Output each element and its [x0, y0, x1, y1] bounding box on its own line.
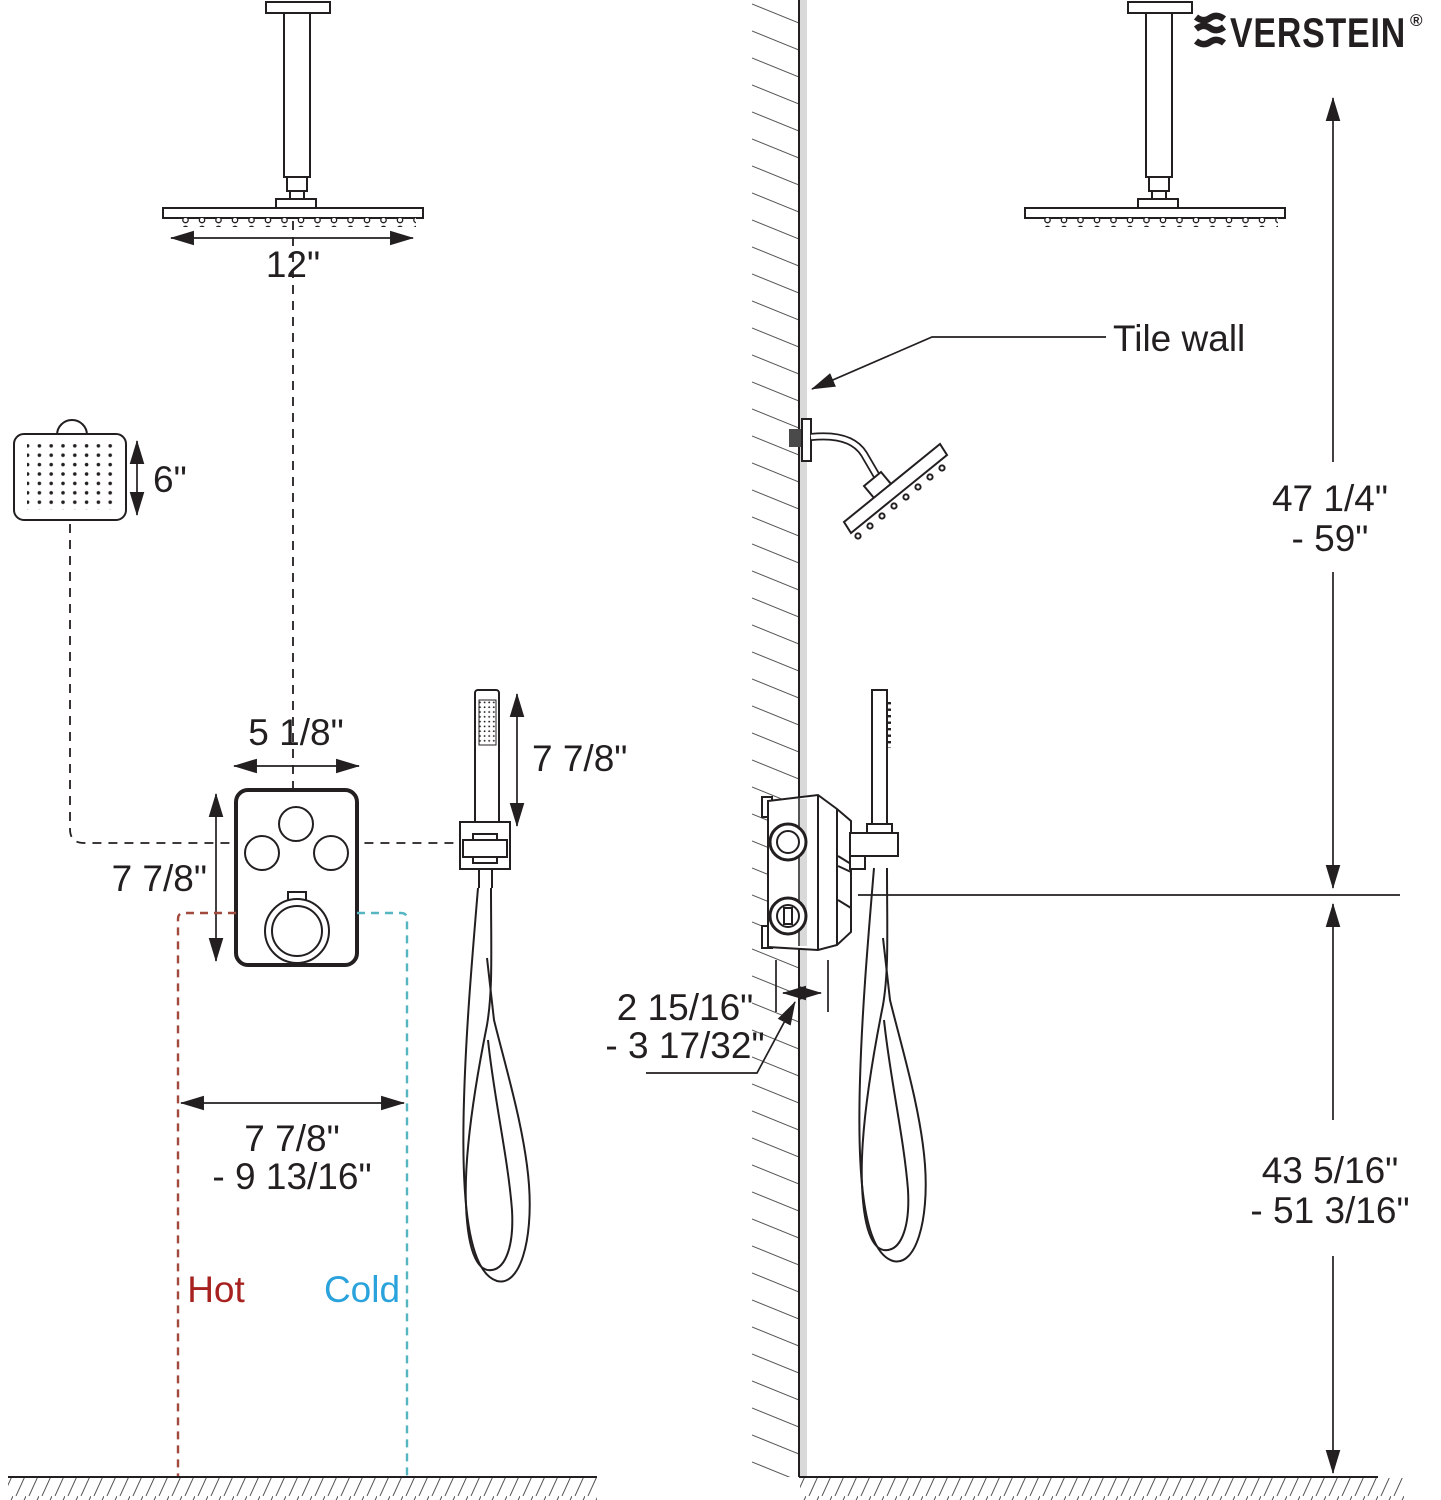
floor-side	[799, 1476, 1404, 1500]
tile-wall-label: Tile wall	[1113, 318, 1245, 359]
wall-flange	[801, 418, 812, 462]
wall-thickness-leader	[646, 1001, 796, 1074]
tile-wall-callout: Tile wall	[811, 318, 1245, 390]
head-arm-fill	[810, 434, 880, 480]
hand-shower-front	[459, 689, 531, 1283]
supply-spacing-label-line1: 7 7/8"	[244, 1118, 339, 1159]
dimension-valve-height-side: 43 5/16" - 51 3/16"	[1250, 902, 1410, 1475]
valve-port-slot	[783, 907, 793, 925]
rain-shower-head-front	[162, 1, 424, 228]
valve-detail-notches	[837, 855, 852, 909]
valve-port-top	[768, 822, 808, 862]
wand-spray-face	[478, 699, 497, 746]
side-shower-head-front	[13, 419, 127, 521]
dimension-wall-thickness: 2 15/16" - 3 17/32"	[605, 960, 829, 1074]
dimension-side-head: 6"	[129, 439, 187, 517]
hot-label: Hot	[187, 1269, 245, 1310]
front-view: 12" 6" 5 1/8" 7 7	[8, 1, 627, 1500]
rain-head-height-label-line1: 47 1/4"	[1272, 478, 1388, 519]
wall-thickness-label-line1: 2 15/16"	[617, 987, 754, 1028]
valve-port-bottom	[768, 896, 808, 936]
hose-connector	[478, 869, 493, 888]
side-view: Tile wall	[605, 0, 1410, 1500]
floor-hatch	[8, 1478, 597, 1500]
handshower-length-label: 7 7/8"	[532, 738, 627, 779]
temperature-knob	[264, 898, 330, 964]
valve-height-label-line1: 43 5/16"	[1262, 1150, 1399, 1191]
wall-pipe-fitting	[789, 429, 803, 447]
wall-shade-band	[800, 0, 807, 1477]
hand-shower-hose-side	[858, 867, 927, 1263]
wand-spray-nubs	[886, 698, 891, 748]
rain-head-height-label-line2: - 59"	[1292, 518, 1369, 559]
brand-logo: VERSTEIN ®	[1193, 9, 1423, 56]
hand-shower-hose	[462, 887, 531, 1283]
valve-body-side	[761, 793, 852, 952]
everstein-logo-e-icon	[1193, 12, 1227, 48]
dimension-valve-height: 7 7/8"	[112, 792, 224, 963]
holder-bracket-side	[849, 832, 899, 857]
dimension-hand-shower: 7 7/8"	[509, 692, 627, 828]
valve-height-label-line2: - 51 3/16"	[1250, 1190, 1409, 1231]
head-plate-side	[842, 442, 949, 535]
supply-spacing-label-line2: - 9 13/16"	[212, 1156, 371, 1197]
valve-height-label: 7 7/8"	[112, 858, 207, 899]
wall-shower-head-side	[789, 418, 949, 540]
floor-hatch-side	[800, 1478, 1404, 1500]
dimension-valve-width: 5 1/8"	[232, 712, 361, 774]
temperature-knob-inner	[271, 905, 323, 957]
floor-front	[8, 1476, 597, 1500]
wall-hatch	[752, 0, 799, 1477]
registered-mark: ®	[1410, 11, 1423, 30]
valve-port-top-inner	[776, 830, 800, 854]
hand-shower-side	[849, 689, 927, 1263]
side-head-spray-dots	[27, 444, 115, 510]
brand-wordmark: VERSTEIN	[1230, 9, 1406, 56]
routing-dashed-line	[69, 524, 458, 844]
side-head-size-label: 6"	[153, 459, 187, 500]
head-nozzles-side	[854, 464, 946, 540]
wand-side	[871, 689, 888, 831]
diverter-button-top	[278, 806, 314, 842]
wall-thickness-label-line2: - 3 17/32"	[605, 1025, 764, 1066]
bracket-step	[849, 855, 866, 870]
holder-nut-outer	[462, 839, 508, 858]
cold-label: Cold	[324, 1269, 400, 1310]
hot-supply-line	[176, 911, 236, 1477]
rain-head-width-label: 12"	[266, 244, 320, 285]
tile-wall	[752, 0, 807, 1477]
diverter-button-left	[244, 835, 280, 871]
wall-shade-through-valve	[800, 799, 807, 946]
cold-supply-line	[357, 911, 409, 1477]
diverter-button-right	[313, 835, 349, 871]
tile-wall-leader	[811, 336, 1106, 390]
valve-width-label: 5 1/8"	[248, 712, 343, 753]
valve-trim-front	[234, 788, 359, 967]
valve-port-bottom-inner	[776, 904, 800, 928]
dimension-rain-head-width: 12"	[169, 230, 415, 285]
wand-collar-side	[866, 823, 893, 834]
dimension-rain-head-height: 47 1/4" - 59"	[1272, 96, 1388, 890]
ball-joint	[56, 419, 88, 436]
dimension-supply-spacing: 7 7/8" - 9 13/16"	[179, 1095, 406, 1197]
